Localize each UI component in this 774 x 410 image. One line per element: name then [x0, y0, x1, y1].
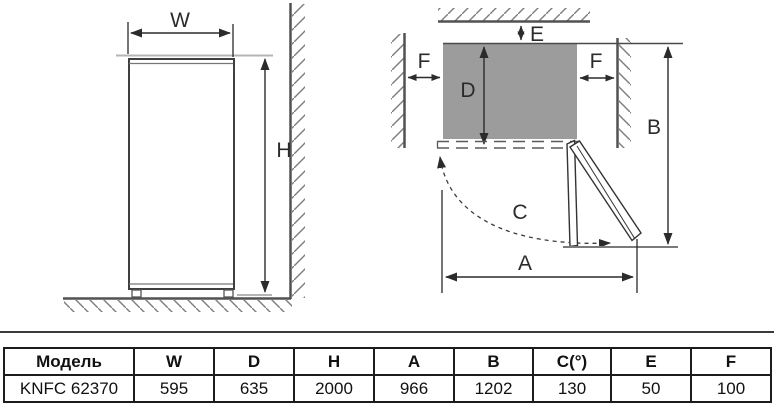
front-view-diagram: W H [63, 3, 305, 312]
fridge-top-view-body [443, 43, 577, 139]
dim-label-e: E [530, 23, 544, 46]
value-f: 100 [690, 374, 772, 403]
dim-label-a: A [518, 252, 532, 275]
table-header-row: Модель W D H A B C(°) E F [3, 347, 772, 376]
value-h: 2000 [293, 374, 375, 403]
header-a: A [373, 347, 455, 376]
right-wall-hatching [619, 38, 631, 148]
open-door-panel [569, 140, 642, 242]
dim-label-f-left: F [418, 50, 431, 73]
floor-hatching [64, 300, 292, 312]
left-wall-hatching [391, 34, 404, 148]
header-e: E [610, 347, 692, 376]
table-value-row: KNFC 62370 595 635 2000 966 1202 130 50 … [3, 374, 772, 403]
value-a: 966 [373, 374, 455, 403]
fridge-right-foot [223, 289, 234, 298]
rear-wall-hatching [438, 8, 590, 21]
dim-label-w: W [170, 9, 190, 32]
value-w: 595 [133, 374, 215, 403]
header-c: C(°) [532, 347, 612, 376]
dim-label-f-right: F [590, 50, 603, 73]
installation-diagram: W H E F F D C [63, 3, 683, 312]
header-model: Модель [3, 347, 135, 376]
fridge-left-foot [131, 289, 142, 298]
section-divider [0, 331, 774, 333]
header-f: F [690, 347, 772, 376]
dim-label-b: B [647, 116, 661, 139]
header-d: D [213, 347, 295, 376]
front-wall-hatching [292, 4, 305, 298]
header-b: B [453, 347, 534, 376]
fridge-front-outline [128, 58, 235, 290]
value-c: 130 [532, 374, 612, 403]
value-e: 50 [610, 374, 692, 403]
value-model: KNFC 62370 [3, 374, 135, 403]
open-door-inner-edge [576, 145, 636, 240]
value-b: 1202 [453, 374, 534, 403]
top-view-diagram: E F F D C B A [391, 8, 683, 293]
dimensions-table: Модель W D H A B C(°) E F KNFC 62370 595… [3, 347, 772, 403]
value-d: 635 [213, 374, 295, 403]
open-door-side-face [566, 139, 579, 248]
dim-label-c: C [512, 201, 527, 224]
dim-label-h: H [276, 139, 291, 162]
dim-label-d: D [460, 79, 475, 102]
header-h: H [293, 347, 375, 376]
header-w: W [133, 347, 215, 376]
